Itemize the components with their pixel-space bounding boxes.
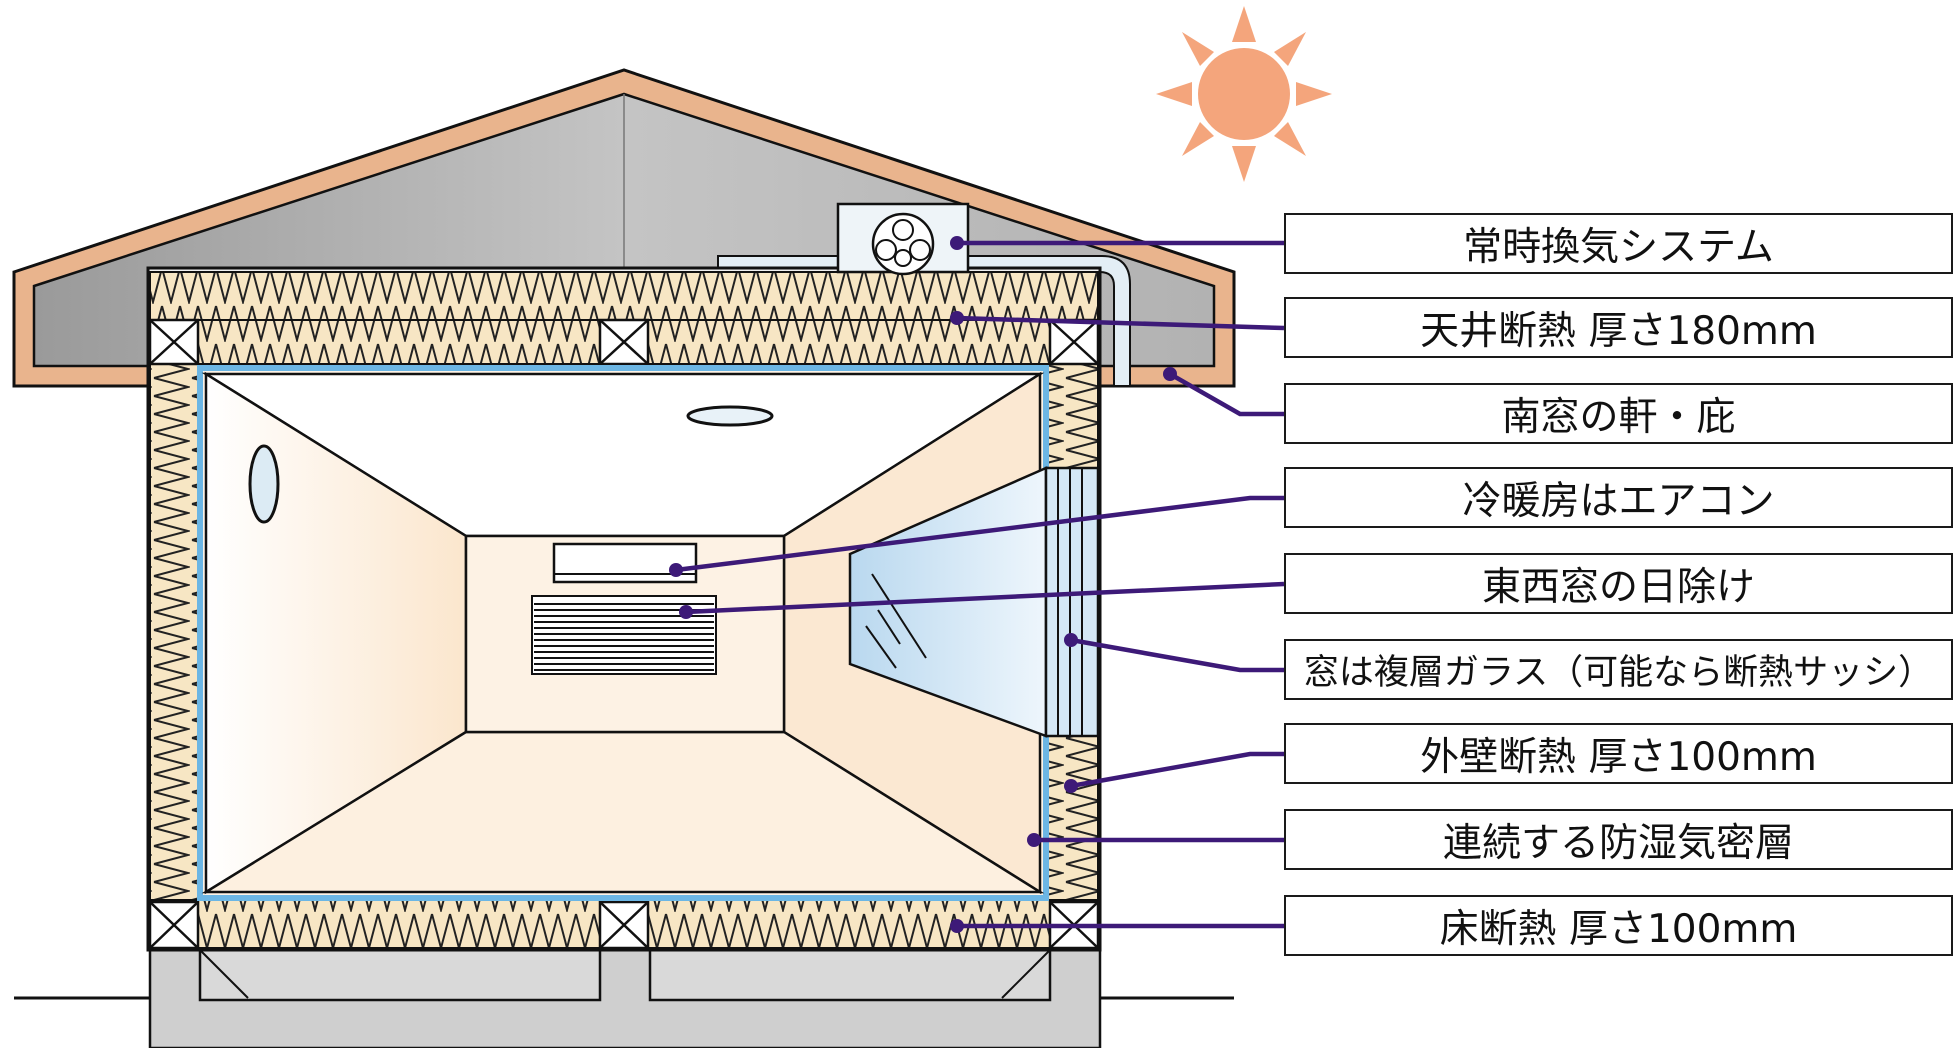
leader-wall-insulation	[1070, 751, 1284, 789]
air-conditioner-icon	[552, 542, 698, 584]
label-eaves: 南窓の軒・庇	[1284, 383, 1953, 444]
ceiling-insulation-upper	[149, 271, 1099, 321]
label-ventilation: 常時換気システム	[1284, 213, 1953, 274]
leader-ceiling-insulation	[956, 315, 1285, 331]
label-sunshade: 東西窓の日除け	[1284, 553, 1953, 614]
wall-light-icon	[248, 444, 280, 524]
east-window	[848, 466, 1048, 738]
leader-dots	[669, 236, 1177, 933]
foundation	[148, 946, 1102, 1048]
label-ceiling-insulation: 天井断熱 厚さ180mm	[1284, 297, 1953, 358]
right-wall-insulation-lower	[1045, 735, 1099, 901]
right-wall-insulation-upper	[1045, 363, 1099, 469]
leader-sunshade	[685, 581, 1285, 615]
double-glazing-panes	[1044, 466, 1100, 738]
ceiling-light-icon	[686, 405, 774, 427]
label-wall-insulation: 外壁断熱 厚さ100mm	[1284, 723, 1953, 784]
leader-eaves	[1168, 372, 1284, 417]
leader-air-conditioner	[675, 495, 1284, 573]
left-wall-insulation	[149, 363, 201, 901]
leader-lines	[675, 240, 1285, 929]
sun-icon	[1156, 6, 1332, 182]
label-vapor-barrier: 連続する防湿気密層	[1284, 809, 1953, 870]
label-floor-insulation: 床断熱 厚さ100mm	[1284, 895, 1953, 956]
label-air-conditioner: 冷暖房はエアコン	[1284, 467, 1953, 528]
ventilation-fan-icon	[836, 202, 970, 276]
leader-double-glazing	[1070, 637, 1284, 673]
label-double-glazing: 窓は複層ガラス（可能なら断熱サッシ）	[1284, 639, 1953, 700]
